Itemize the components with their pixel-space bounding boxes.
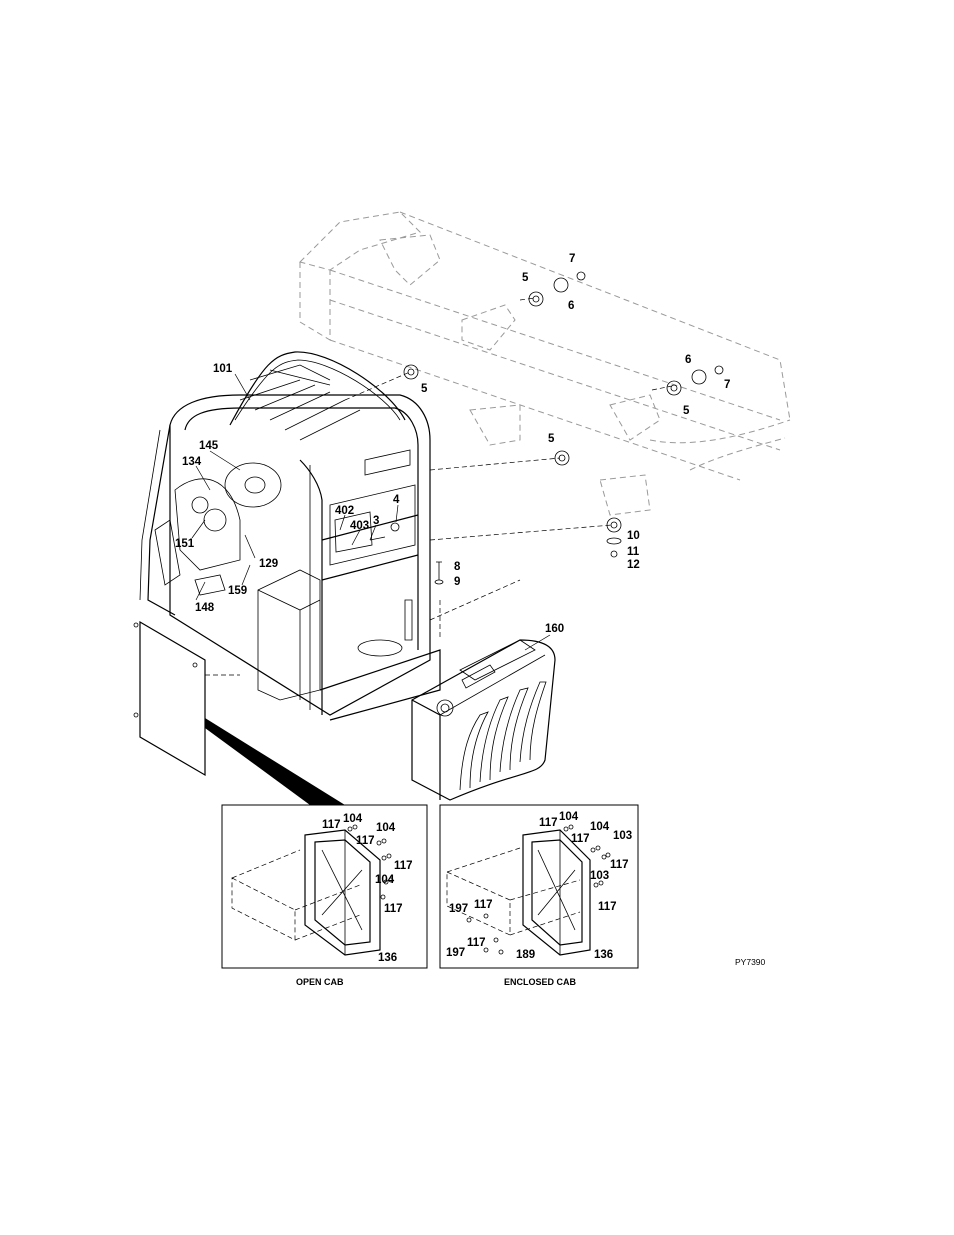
fuel-tank <box>411 639 556 801</box>
enclosed-cab-callout-6: 117 <box>610 859 629 871</box>
callout-159: 159 <box>228 585 247 597</box>
enclosed-cab-callout-12: 189 <box>516 949 535 961</box>
callout-3: 3 <box>373 515 379 527</box>
callout-160: 160 <box>545 623 564 635</box>
callout-leaders <box>191 373 551 651</box>
callout-7-rear-left: 7 <box>569 253 575 265</box>
callout-7-rear-right: 7 <box>724 379 730 391</box>
enclosed-cab-callout-9: 197 <box>449 903 468 915</box>
callout-5-cab-left: 5 <box>421 383 428 395</box>
enclosed-cab-caption: ENCLOSED CAB <box>504 977 577 987</box>
chassis-frame-phantom <box>299 211 791 516</box>
open-cab-callout-5: 117 <box>394 860 413 872</box>
enclosed-cab-callout-3: 117 <box>571 833 590 845</box>
callout-151: 151 <box>175 538 195 550</box>
callout-5-front: 5 <box>548 433 555 445</box>
callout-11: 11 <box>627 546 640 558</box>
callout-101: 101 <box>213 363 233 375</box>
inset-open-cab: 117 104 117 104 117 104 117 136 OPEN CAB <box>221 804 428 987</box>
open-cab-callout-3: 117 <box>356 835 375 847</box>
callout-9: 9 <box>454 576 460 588</box>
enclosed-cab-callout-8: 117 <box>598 901 617 913</box>
callout-145: 145 <box>199 440 219 452</box>
assembly-guide-lines <box>205 297 673 676</box>
open-cab-caption: OPEN CAB <box>296 977 344 987</box>
enclosed-cab-callout-1: 117 <box>539 817 558 829</box>
callout-5-rear-right: 5 <box>683 405 690 417</box>
side-panel <box>133 620 206 777</box>
open-cab-callout-4: 104 <box>376 822 396 834</box>
callout-8: 8 <box>454 561 461 573</box>
open-cab-callout-8: 136 <box>378 952 397 964</box>
enclosed-cab-callout-10: 117 <box>474 899 493 911</box>
main-callouts: 101 145 134 151 148 159 129 402 403 3 4 … <box>175 253 730 635</box>
callout-10: 10 <box>627 530 640 542</box>
callout-6-rear-left: 6 <box>568 300 574 312</box>
enclosed-cab-callout-13: 197 <box>446 947 465 959</box>
figure-code: PY7390 <box>735 957 766 967</box>
open-cab-callout-7: 117 <box>384 903 403 915</box>
callout-12: 12 <box>627 559 640 571</box>
callout-402: 402 <box>335 505 354 517</box>
callout-148: 148 <box>195 602 215 614</box>
callout-403: 403 <box>350 520 369 532</box>
enclosed-cab-callout-7: 103 <box>590 870 609 882</box>
enclosed-cab-callout-5: 103 <box>613 830 632 842</box>
detail-pointer <box>205 718 345 805</box>
enclosed-cab-callout-4: 104 <box>590 821 610 833</box>
mount-hardware <box>369 271 724 585</box>
open-cab-callout-2: 104 <box>343 813 363 825</box>
callout-134: 134 <box>182 456 202 468</box>
open-cab-callout-6: 104 <box>375 874 395 886</box>
enclosed-cab-callout-14: 136 <box>594 949 613 961</box>
callout-5-rear-left: 5 <box>522 272 529 284</box>
inset-enclosed-cab: 117 104 117 104 103 117 103 117 197 117 … <box>439 804 639 987</box>
open-cab-callout-1: 117 <box>322 819 341 831</box>
callout-4: 4 <box>393 494 400 506</box>
callout-129: 129 <box>259 558 278 570</box>
enclosed-cab-callout-11: 117 <box>467 937 486 949</box>
enclosed-cab-callout-2: 104 <box>559 811 579 823</box>
callout-6-rear-right: 6 <box>685 354 691 366</box>
cab-frame <box>139 351 441 721</box>
